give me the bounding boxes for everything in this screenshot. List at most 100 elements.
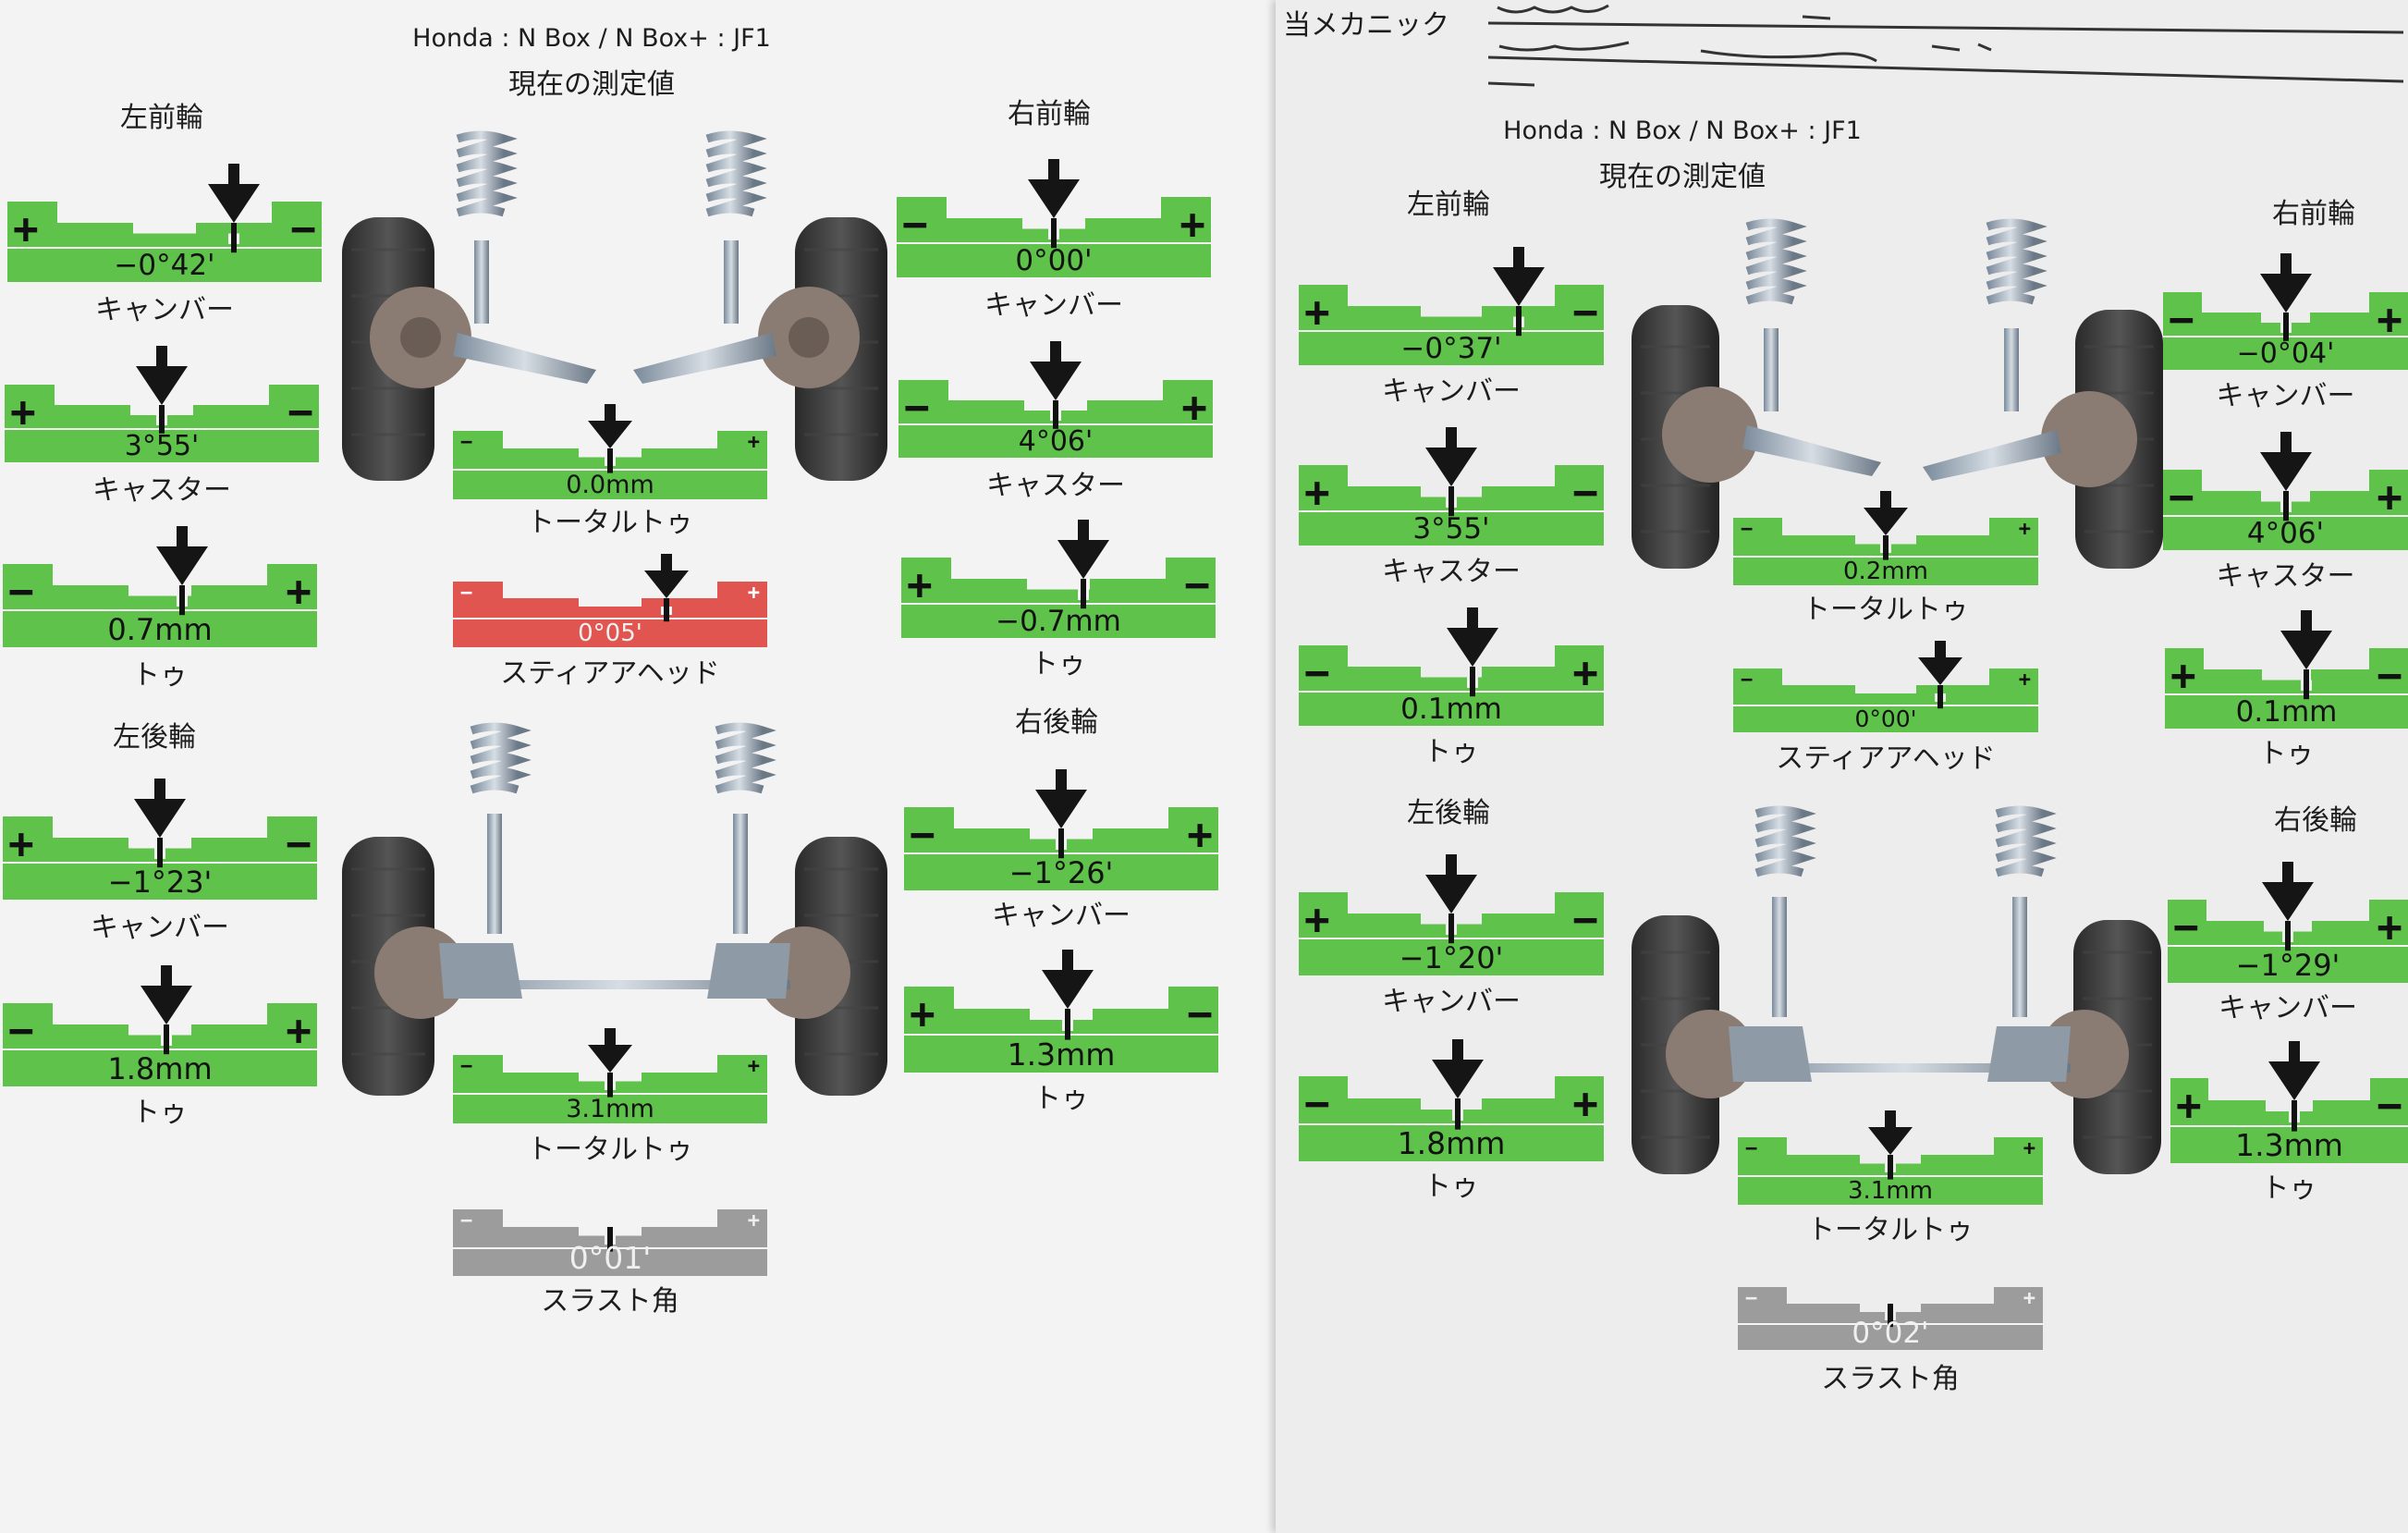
plus-icon: + [2377,472,2402,521]
gauge-bar [898,341,1213,458]
gauge-needle [1065,1009,1070,1040]
gauge-arrow-icon [1447,607,1498,667]
rear-right-heading: 右後輪 [1015,706,1098,739]
front-left-caster-gauge: +−3°55' [5,337,319,462]
gauge-bar-shape [1733,668,2038,732]
plus-icon: + [747,582,760,605]
gauge-arrow-icon [588,1028,632,1073]
front-right-heading: 右前輪 [1008,98,1091,130]
minus-icon: − [902,199,928,249]
gauge-value: 3°55' [1412,512,1490,546]
gauge-value: −1°20' [1399,940,1504,975]
gauge-value: −1°29' [2235,948,2341,983]
rear-total-toe-gauge: −+3.1mm [453,1012,767,1123]
alignment-sheet-after: 当メカニック Honda : N Box / N Box+ : JF1 現在の測… [1276,0,2408,1533]
report-title: 現在の測定値 [508,68,675,101]
gauge-bar-shape [453,1055,767,1123]
signature-scribble [1488,4,2403,87]
gauge-value: 0.7mm [107,612,213,647]
gauge-value: −1°26' [1008,855,1114,890]
minus-icon: − [290,203,316,253]
minus-icon: − [1745,1287,1758,1310]
plus-icon: + [2018,668,2031,692]
rear-left-toe-gauge: −+1.8mm [3,952,317,1086]
vehicle-name: Honda : N Box / N Box+ : JF1 [412,24,771,53]
gauge-needle [179,585,185,616]
rear-right-camber-gauge: −+−1°26' [904,756,1218,890]
minus-icon: − [1184,559,1210,609]
gauge-value: 0.0mm [566,471,654,499]
front-left-caster-label: キャスター [92,474,231,507]
gauge-bar-shape [2163,470,2408,550]
gauge-needle [1888,1155,1893,1180]
gauge-arrow-icon [1030,341,1082,400]
gauge-arrow-icon [1057,520,1109,579]
plus-icon: + [286,566,312,616]
front-right-toe-label: トゥ [2258,738,2315,770]
gauge-bar [904,950,1218,1073]
plus-icon: + [2176,1080,2202,1130]
plus-icon: + [747,1055,760,1078]
gauge-bar-shape [1299,465,1604,546]
front-left-toe-label: トゥ [132,659,188,692]
gauge-bar [2168,862,2408,983]
gauge-arrow-icon [134,779,186,838]
gauge-needle [1058,828,1064,859]
gauge-needle [1051,218,1057,249]
minus-icon: − [1187,988,1213,1038]
report-title: 現在の測定値 [1599,161,1766,193]
minus-icon: − [8,566,34,616]
gauge-bar [3,779,317,900]
gauge-bar-shape [2165,648,2408,729]
gauge-value: 0°00' [1015,244,1093,277]
gauge-value: 1.3mm [2235,1127,2343,1163]
gauge-needle [1081,579,1086,609]
gauge-arrow-icon [588,404,632,448]
front-total-toe-gauge: −+0.0mm [453,388,767,499]
gauge-needle [2283,313,2289,341]
gauge-bar [1738,1110,2043,1205]
rear-left-camber-gauge: +−−1°23' [3,766,317,900]
plus-icon: + [8,818,34,868]
gauge-arrow-icon [156,526,208,585]
gauge-arrow-icon [2268,1041,2320,1100]
gauge-bar [2163,432,2408,550]
gauge-value: 0°05' [578,619,642,647]
gauge-bar [1299,247,1604,365]
gauge-bar-shape [904,807,1218,890]
gauge-arrow-icon [2262,862,2314,921]
minus-icon: − [904,382,930,432]
gauge-arrow-icon [1864,491,1908,535]
plus-icon: + [2377,901,2402,951]
gauge-bar [1299,427,1604,546]
gauge-bar-shape [453,1209,767,1276]
gauge-needle [1888,1304,1893,1328]
front-left-camber-label: キャンバー [1382,375,1521,408]
gauge-needle [1937,685,1943,709]
gauge-bar [3,965,317,1086]
gauge-arrow-icon [1432,1039,1484,1098]
gauge-needle [1455,1098,1461,1130]
thrust-angle-label: スラスト角 [1821,1363,1960,1395]
plus-icon: + [1304,287,1330,337]
gauge-arrow-icon [136,346,188,405]
gauge-bar-shape [904,987,1218,1073]
rear-left-heading: 左後輪 [113,721,196,754]
plus-icon: + [2018,518,2031,541]
gauge-bar [904,769,1218,890]
rear-left-heading: 左後輪 [1407,797,1490,829]
front-left-toe-gauge: − +0.7mm [3,513,317,647]
front-left-toe-gauge: −+0.1mm [1299,596,1604,726]
plus-icon: + [2023,1287,2035,1310]
gauge-bar [453,554,767,647]
front-left-caster-gauge: +−3°55' [1299,416,1604,546]
minus-icon: − [1741,518,1754,541]
gauge-arrow-icon [1028,159,1080,218]
plus-icon: + [1180,199,1205,249]
thrust-angle-gauge: −+0°02' [1738,1287,2043,1350]
gauge-bar [453,404,767,499]
gauge-bar [453,1209,767,1276]
gauge-bar-shape [3,564,317,647]
gauge-arrow-icon [1042,950,1094,1009]
gauge-bar-shape [1299,285,1604,365]
